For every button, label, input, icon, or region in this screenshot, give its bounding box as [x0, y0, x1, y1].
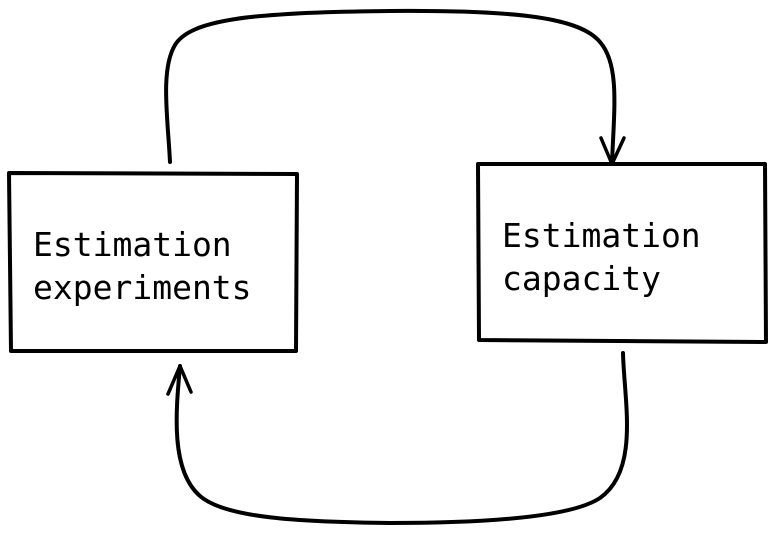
node-estimation-experiments-label-line-2: experiments [33, 268, 252, 307]
edge-capacity-to-experiments [166, 351, 629, 525]
node-estimation-experiments-label-line-1: Estimation [33, 225, 232, 264]
arrowhead-up-icon [166, 364, 193, 396]
node-estimation-capacity: Estimation capacity [476, 162, 768, 344]
node-estimation-capacity-border [476, 162, 768, 344]
node-estimation-capacity-label-line-2: capacity [502, 259, 661, 298]
edge-capacity-to-experiments-curve [174, 351, 629, 525]
arrowhead-down-icon [599, 136, 626, 166]
edge-experiments-to-capacity-curve [164, 8, 617, 165]
node-estimation-experiments: Estimation experiments [7, 171, 299, 353]
node-estimation-experiments-border [7, 171, 299, 353]
edge-experiments-to-capacity [164, 8, 626, 166]
node-estimation-capacity-label-line-1: Estimation [502, 216, 701, 255]
